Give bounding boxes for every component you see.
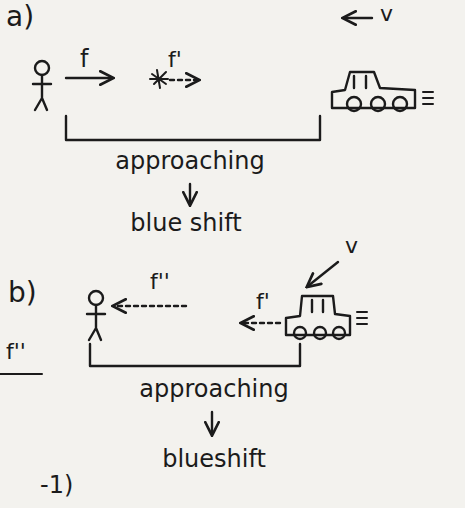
stick-figure [87,291,105,340]
bracket [90,344,300,366]
sound-arrow [170,79,198,81]
wave-blob [150,70,168,88]
down-arrow [211,412,213,434]
frequency-symbol: f [80,46,88,72]
annotation: approaching [115,148,264,174]
sound-arrow [242,322,280,324]
part-letter: b) [8,278,37,309]
frequency-symbol: f' [256,290,270,314]
car [286,296,350,339]
sound-arrow [114,305,186,307]
annotation: blueshift [162,446,266,472]
frequency-symbol: f'' [6,340,26,364]
part-letter: a) [6,2,34,33]
down-arrow [189,184,191,204]
exhaust-marks [357,312,367,324]
bracket [66,116,320,140]
frequency-symbol: f' [168,48,182,72]
formula-fragment: -1) [40,472,73,498]
velocity-symbol: v [345,234,358,258]
stick-figure [33,61,51,110]
annotation: approaching [139,376,288,402]
exhaust-marks [423,92,433,104]
velocity-symbol: v [380,2,393,26]
car [332,72,415,111]
sound-arrow [66,77,112,79]
velocity-arrow [344,17,372,19]
annotation: blue shift [130,210,241,236]
frequency-symbol: f'' [150,270,170,294]
fraction-line [0,373,42,375]
velocity-arrow [308,262,338,286]
